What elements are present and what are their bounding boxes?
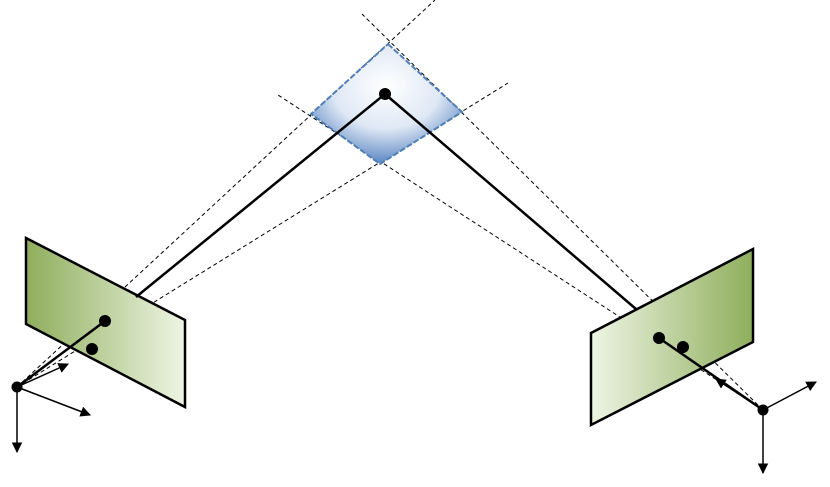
right-camera-axes xyxy=(715,378,817,475)
right-projected-point-2 xyxy=(677,341,689,353)
left-projected-point xyxy=(99,315,111,327)
left-axis-right xyxy=(16,386,91,417)
world-point xyxy=(379,88,391,100)
left-ray-upper xyxy=(135,93,386,298)
right-axis-up-right xyxy=(762,381,817,411)
right-image-plane xyxy=(589,246,755,428)
left-camera-center xyxy=(11,381,23,393)
left-axis-forward xyxy=(16,363,69,388)
left-projected-point-2 xyxy=(86,343,98,355)
right-projected-point xyxy=(653,332,665,344)
target-patch xyxy=(309,42,464,166)
points xyxy=(11,88,769,416)
left-ray-lower xyxy=(16,320,106,388)
left-frustum-line-bottom xyxy=(16,82,509,388)
right-axis-forward xyxy=(715,378,764,411)
right-frustum-line-top xyxy=(277,94,764,411)
right-camera-center xyxy=(757,404,769,416)
left-camera-axes xyxy=(11,363,91,454)
right-ray-upper xyxy=(384,93,637,310)
